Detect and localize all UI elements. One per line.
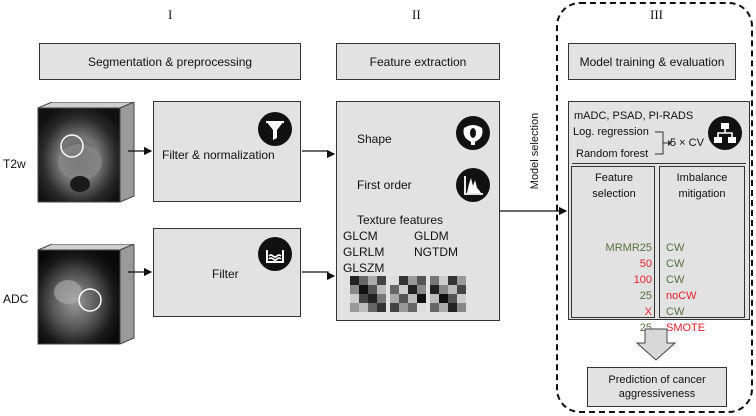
stage3-numeral: III	[650, 7, 663, 22]
adc-label: ADC	[3, 292, 29, 306]
t2w-image-cube	[37, 102, 135, 203]
stage3-dashed-container	[556, 2, 753, 413]
texture-features-title: Texture features	[357, 213, 444, 227]
log-regression-label: Log. regression	[573, 126, 649, 138]
imbalance-mitigation-box: Imbalance mitigation CW CW CW noCW CW SMOTE	[659, 166, 745, 334]
feature-selection-option: MRMR25	[605, 242, 652, 254]
histogram-icon	[456, 168, 490, 202]
feature-extraction-box: Shape First order Texture features GLCM …	[336, 101, 500, 321]
down-arrow-to-output	[635, 328, 677, 361]
prediction-output-label: Prediction of cancer aggressiveness	[608, 374, 706, 400]
prediction-output-box: Prediction of cancer aggressiveness	[587, 367, 727, 407]
water-filter-icon	[258, 237, 292, 271]
imbalance-option: CW	[666, 274, 685, 286]
shape-label: Shape	[357, 132, 392, 146]
filter-label: Filter	[212, 267, 239, 281]
cv-bracket	[655, 131, 672, 155]
baseline-features-label: mADC, PSAD, PI-RADS	[574, 110, 694, 122]
texture-glrlm: GLRLM	[343, 245, 385, 259]
filter-normalization-label: Filter & normalization	[162, 148, 275, 162]
texture-gldm: GLDM	[414, 229, 449, 243]
filter-box: Filter	[153, 228, 301, 317]
arrow-filter-to-features	[302, 271, 336, 281]
first-order-label: First order	[357, 178, 412, 192]
stage1-header: Segmentation & preprocessing	[39, 43, 301, 80]
texture-glcm: GLCM	[343, 229, 378, 243]
funnel-filter-icon	[258, 112, 292, 146]
arrow-filternorm-to-features	[302, 149, 336, 159]
feature-selection-option: X	[644, 306, 652, 318]
t2w-label: T2w	[3, 157, 26, 171]
models-divider	[572, 163, 746, 164]
adc-image-cube	[37, 244, 135, 345]
cv-label: 5 × CV	[670, 137, 704, 149]
prostate-shape-icon	[456, 116, 490, 150]
imbalance-mitigation-header: Imbalance mitigation	[676, 172, 728, 200]
texture-ngtdm: NGTDM	[414, 245, 458, 259]
imbalance-option: CW	[666, 306, 685, 318]
filter-normalization-box: Filter & normalization	[153, 101, 301, 202]
hierarchy-icon	[708, 116, 742, 150]
stage2-header: Feature extraction	[336, 43, 500, 80]
feature-selection-option: 25	[639, 290, 652, 302]
feature-selection-header: Feature selection	[592, 172, 636, 200]
model-training-box: mADC, PSAD, PI-RADS Log. regression Rand…	[568, 101, 750, 334]
imbalance-option: noCW	[666, 290, 697, 302]
imbalance-mitigation-list: CW CW CW noCW CW SMOTE	[666, 240, 744, 336]
feature-selection-option: 100	[633, 274, 652, 286]
texture-matrix-graphic	[350, 276, 466, 312]
imbalance-option: CW	[666, 258, 685, 270]
stage1-numeral: I	[168, 7, 173, 22]
stage2-numeral: II	[412, 7, 421, 22]
random-forest-label: Random forest	[576, 148, 649, 160]
feature-selection-option: 50	[639, 258, 652, 270]
stage3-header: Model training & evaluation	[568, 43, 736, 80]
imbalance-option: SMOTE	[666, 322, 706, 334]
texture-glszm: GLSZM	[343, 261, 385, 275]
imbalance-option: CW	[666, 242, 685, 254]
